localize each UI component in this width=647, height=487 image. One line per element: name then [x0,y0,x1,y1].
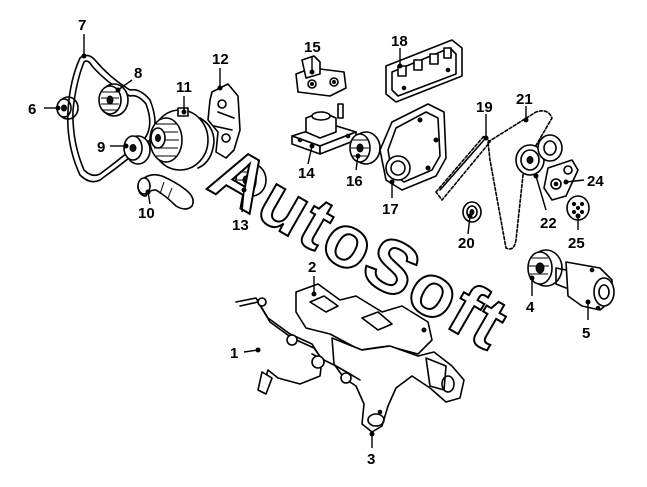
callout-label-1: 1 [230,345,238,362]
part-9-tensioner-pulley[interactable] [123,135,151,165]
part-22-cam-sprocket[interactable] [515,134,563,176]
callout-7[interactable]: 7 [78,17,87,59]
part-14-engine-mount[interactable] [291,103,357,155]
callout-14[interactable]: 14 [298,143,315,183]
callout-label-5: 5 [582,325,590,342]
callout-label-16: 16 [346,173,363,190]
callout-label-4: 4 [526,299,535,316]
part-21-timing-chain[interactable] [487,110,553,250]
callout-label-20: 20 [458,235,475,252]
callout-label-17: 17 [382,201,399,218]
callout-label-18: 18 [391,33,408,50]
callout-label-21: 21 [516,91,533,108]
callout-9[interactable]: 9 [97,139,129,156]
part-24-chain-tensioner[interactable] [543,159,579,201]
callout-5[interactable]: 5 [582,299,591,343]
part-19-timing-chain[interactable] [435,135,491,201]
part-11-alternator[interactable] [149,107,215,171]
callout-label-14: 14 [298,165,315,182]
callout-2[interactable]: 2 [308,259,317,297]
callout-11[interactable]: 11 [176,79,192,115]
part-4-water-pump-pulley[interactable] [527,249,563,287]
part-2-intake-gasket[interactable] [295,283,433,355]
part-15-mount-bracket[interactable] [295,55,347,97]
part-1-coolant-pipes[interactable] [235,297,361,395]
callout-13[interactable]: 13 [232,187,249,235]
callout-label-10: 10 [138,205,155,222]
callout-label-25: 25 [568,235,585,252]
callout-25[interactable]: 25 [568,213,585,253]
callout-1[interactable]: 1 [230,345,261,362]
callout-label-6: 6 [28,101,36,118]
callout-18[interactable]: 18 [391,33,408,69]
callout-label-12: 12 [212,51,229,68]
callout-17[interactable]: 17 [382,179,399,219]
callout-10[interactable]: 10 [138,189,155,223]
callout-6[interactable]: 6 [28,101,61,118]
callout-label-24: 24 [587,173,604,190]
callout-label-3: 3 [367,451,375,468]
callout-label-2: 2 [308,259,316,276]
part-12-bracket[interactable] [207,83,241,159]
part-17-timing-cover[interactable] [379,103,447,191]
part-3-exhaust-manifold[interactable] [331,327,465,433]
callout-label-13: 13 [232,217,249,234]
callout-20[interactable]: 20 [458,213,475,253]
callout-22[interactable]: 22 [533,173,557,233]
callout-4[interactable]: 4 [526,275,535,317]
callout-16[interactable]: 16 [346,153,363,191]
part-16-pulley[interactable] [349,131,381,165]
callout-label-19: 19 [476,99,493,116]
callout-label-15: 15 [304,39,321,56]
callout-21[interactable]: 21 [516,91,533,123]
callout-label-11: 11 [176,79,192,96]
callout-3[interactable]: 3 [367,431,375,469]
callout-label-7: 7 [78,17,86,34]
part-20-crank-sprocket[interactable] [462,201,482,223]
callout-15[interactable]: 15 [304,39,321,75]
part-8-pulley[interactable] [98,83,129,117]
part-13-pulley[interactable] [235,163,267,197]
callout-label-8: 8 [134,65,142,82]
callout-label-9: 9 [97,139,105,156]
callout-12[interactable]: 12 [212,51,229,91]
part-5-water-pump[interactable] [555,261,615,311]
callout-8[interactable]: 8 [115,65,143,93]
callout-19[interactable]: 19 [476,99,493,141]
callout-24[interactable]: 24 [563,173,605,190]
callout-label-22: 22 [540,215,557,232]
